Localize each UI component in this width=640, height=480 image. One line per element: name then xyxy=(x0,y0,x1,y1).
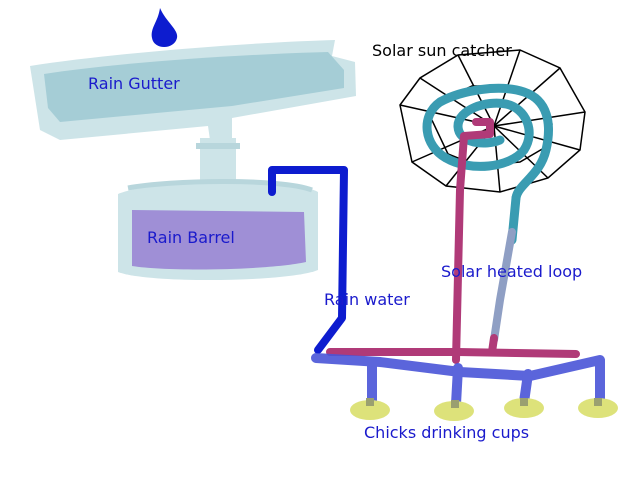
drinking-cup xyxy=(350,400,390,420)
label-rain-water: Rain water xyxy=(324,290,410,309)
label-solar-heated-loop: Solar heated loop xyxy=(441,262,583,281)
rain-water-pipe xyxy=(268,166,348,354)
label-rain-barrel: Rain Barrel xyxy=(147,228,235,247)
drinking-cup xyxy=(504,398,544,418)
manifold-pipe xyxy=(311,353,605,409)
solar-coil xyxy=(422,83,553,245)
rain-barrel xyxy=(118,179,318,281)
drinking-cup xyxy=(434,401,474,421)
coil-to-heated-connector xyxy=(490,228,516,344)
label-solar-sun-catcher: Solar sun catcher xyxy=(372,41,512,60)
label-chicks-drinking-cups: Chicks drinking cups xyxy=(364,423,530,442)
heated-loop-pipe xyxy=(326,118,580,364)
label-rain-gutter: Rain Gutter xyxy=(88,74,180,93)
drinking-cups xyxy=(350,398,618,421)
water-drop-icon xyxy=(151,8,178,47)
drinking-cup xyxy=(578,398,618,418)
